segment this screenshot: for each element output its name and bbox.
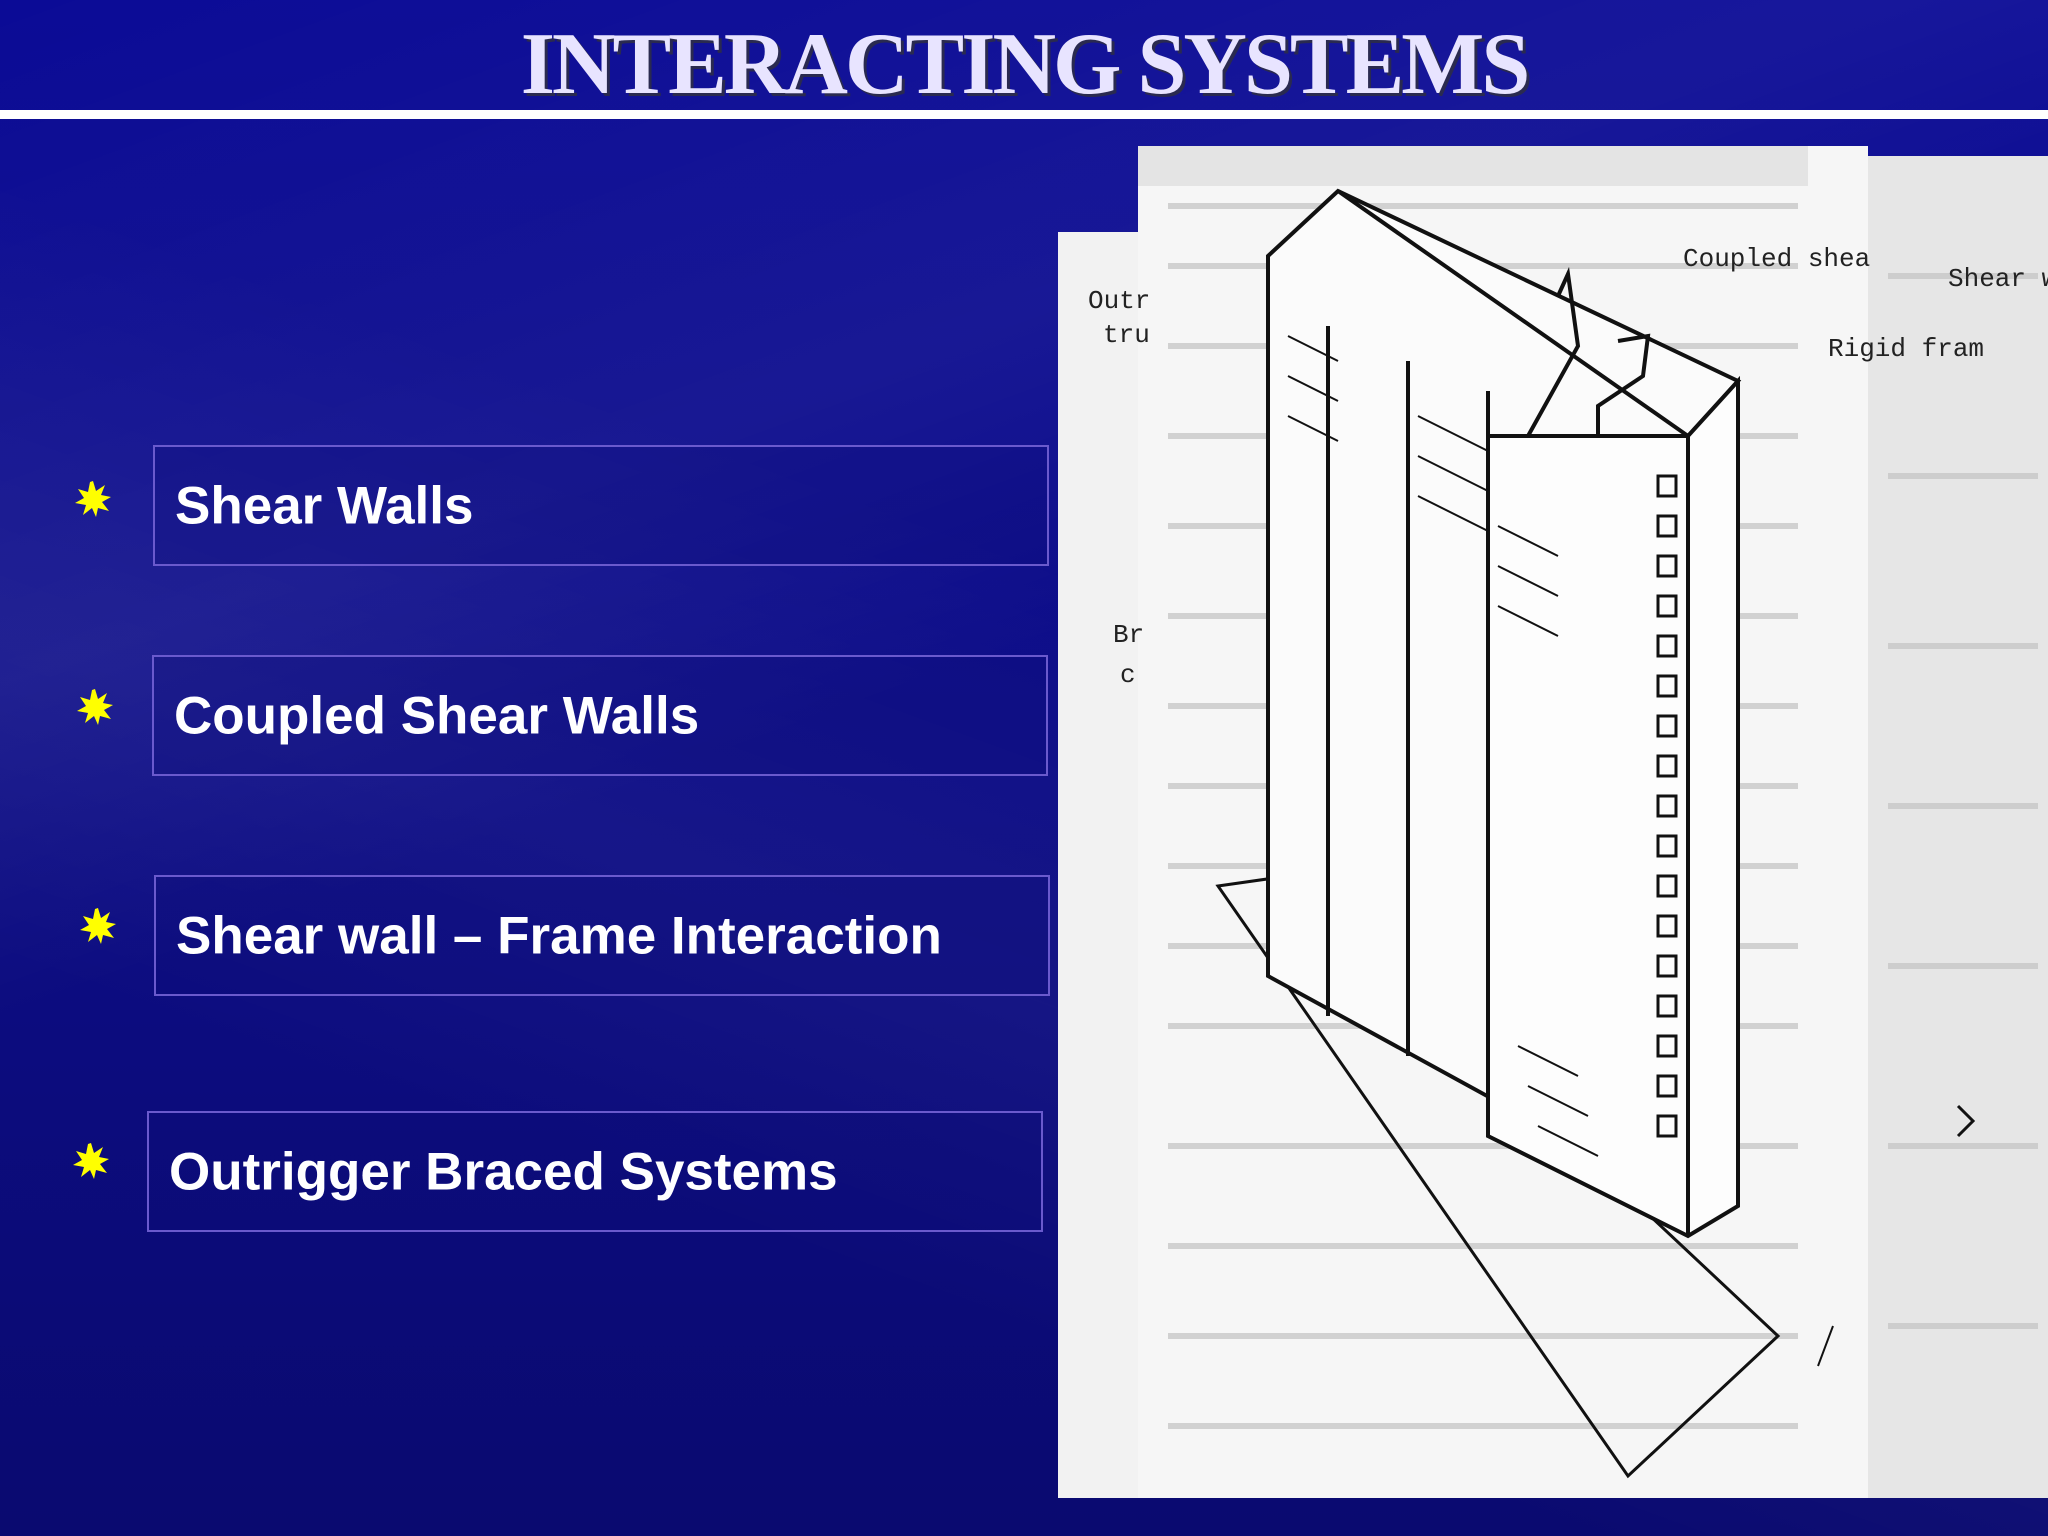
- figure-label-rigid: Rigid fram: [1828, 334, 1984, 364]
- bullet-label: Shear Walls: [175, 476, 474, 535]
- bullet-label: Shear wall – Frame Interaction: [176, 906, 942, 965]
- figure-label-coupled: Coupled shea: [1683, 244, 1870, 274]
- figure-label-braced-2: c: [1120, 660, 1136, 690]
- bullet-label: Outrigger Braced Systems: [169, 1142, 838, 1201]
- building-systems-figure: Outr tru Coupled shea Shear w Rigid fram…: [1058, 146, 2048, 1498]
- starburst-bullet-icon: [77, 689, 113, 725]
- bullet-box-shear-walls[interactable]: Shear Walls: [153, 445, 1049, 566]
- bullet-label: Coupled Shear Walls: [174, 686, 700, 745]
- figure-label-outrigger-2: tru: [1103, 320, 1150, 350]
- figure-label-shear: Shear w: [1948, 264, 2048, 294]
- building-drawing: [1215, 188, 1976, 1479]
- figure-label-outrigger: Outr: [1088, 286, 1150, 316]
- starburst-bullet-icon: [73, 1143, 109, 1179]
- starburst-bullet-icon: [75, 481, 111, 517]
- title-divider: [0, 110, 2048, 119]
- figure-label-braced: Br: [1113, 620, 1144, 650]
- bullet-box-coupled-shear-walls[interactable]: Coupled Shear Walls: [152, 655, 1048, 776]
- starburst-bullet-icon: [80, 908, 116, 944]
- scan-page-right: [1868, 156, 2048, 1498]
- bullet-box-outrigger-braced-systems[interactable]: Outrigger Braced Systems: [147, 1111, 1043, 1232]
- scan-shadow: [1138, 146, 1808, 186]
- slide-title: INTERACTING SYSTEMS: [520, 16, 1531, 113]
- title-band: INTERACTING SYSTEMS: [0, 0, 2048, 113]
- bullet-box-shear-wall-frame-interaction[interactable]: Shear wall – Frame Interaction: [154, 875, 1050, 996]
